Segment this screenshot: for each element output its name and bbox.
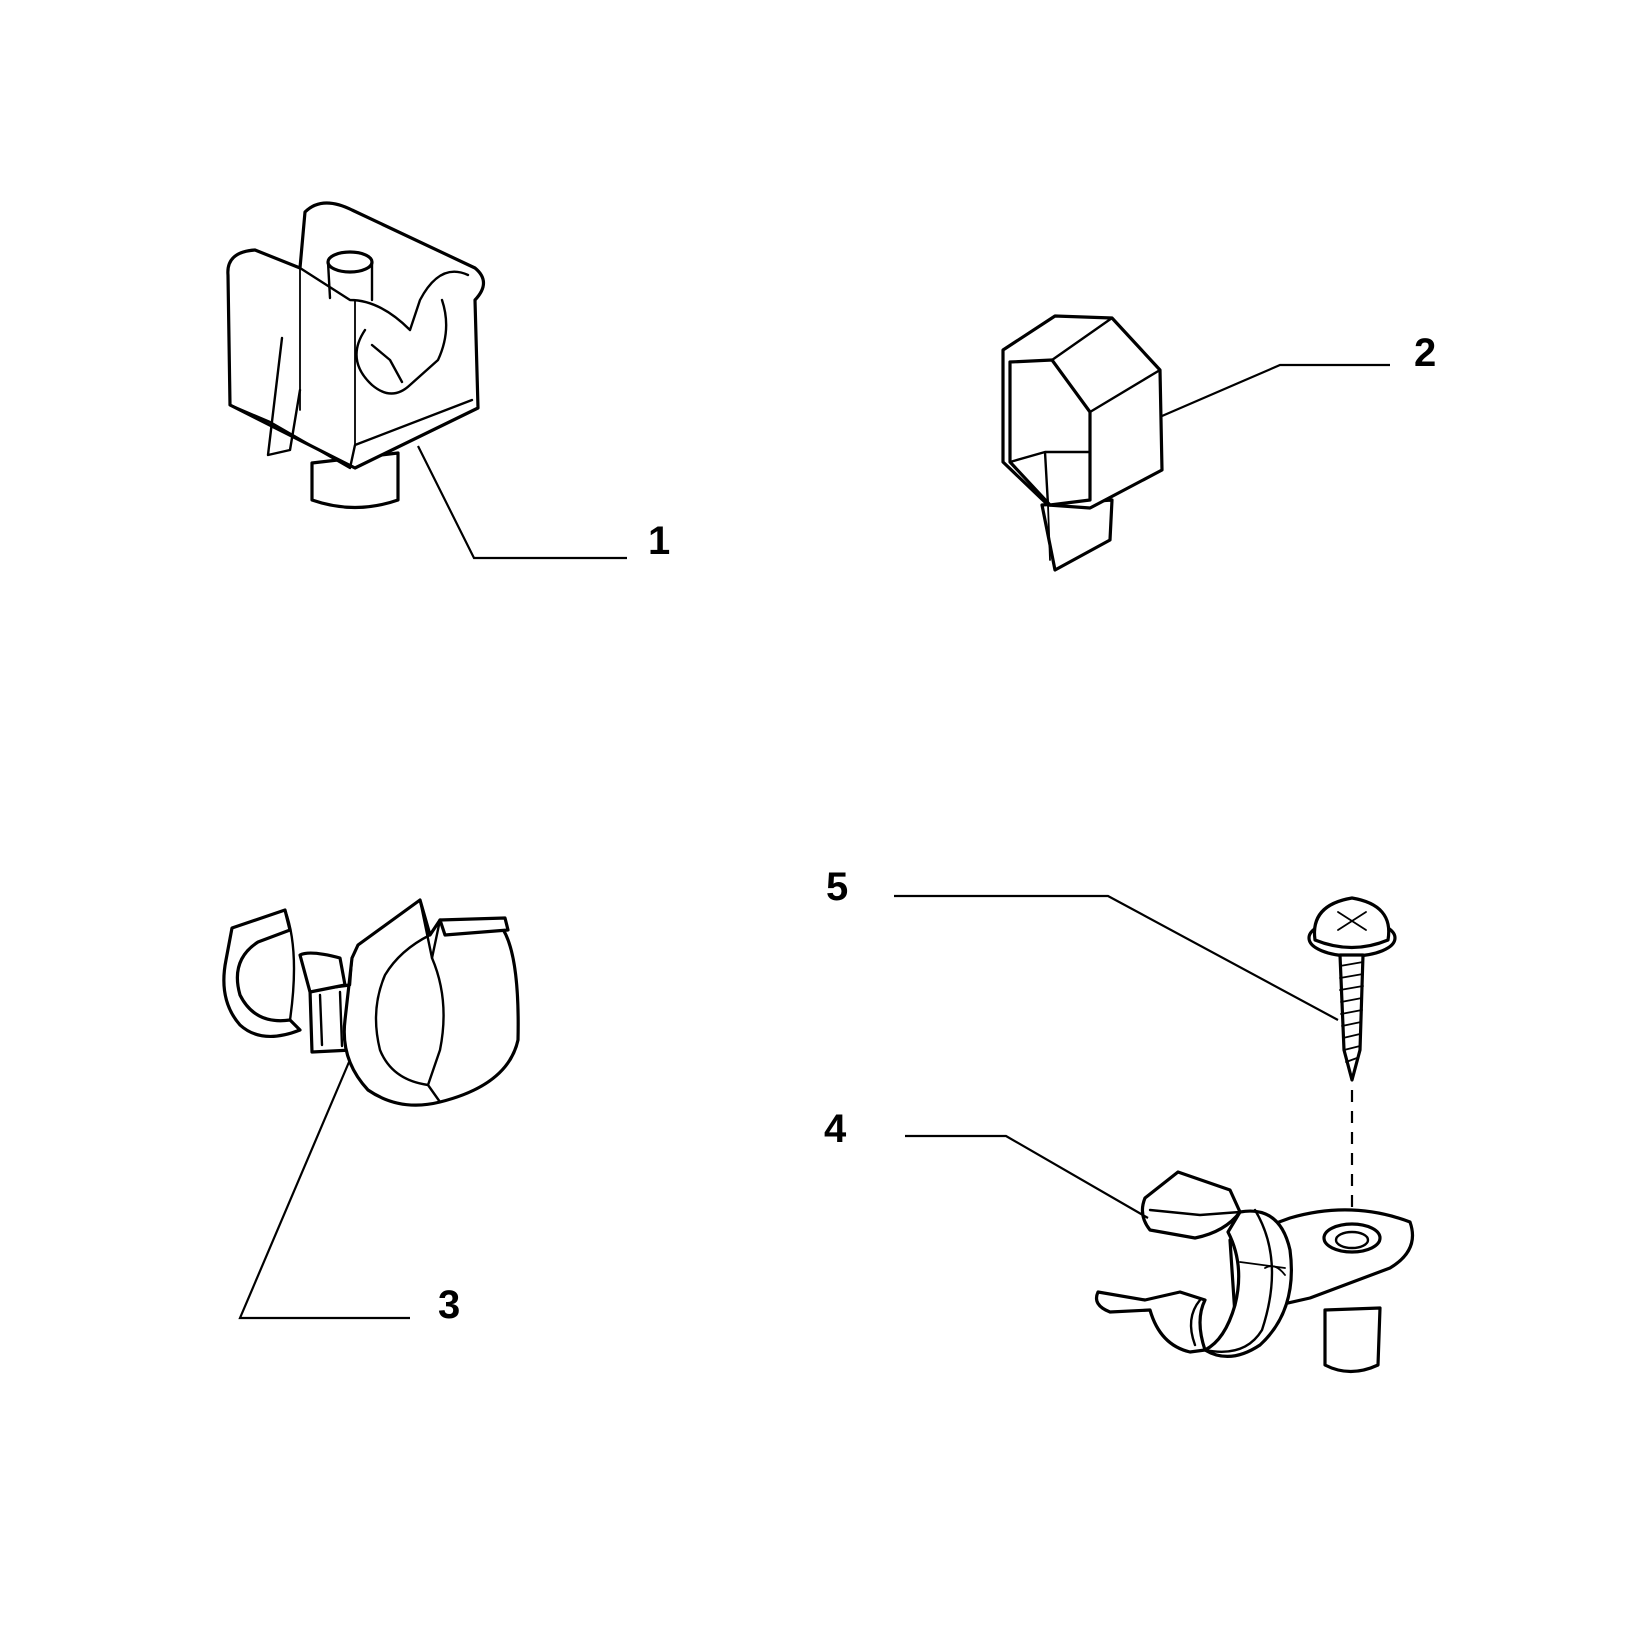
- callout-4: 4: [824, 1107, 847, 1151]
- callout-1: 1: [648, 519, 670, 563]
- part-4-tab-clip: [1094, 1170, 1415, 1374]
- part-2-hex-grommet: [1001, 314, 1164, 572]
- callout-5: 5: [826, 865, 848, 909]
- leader-line-3: [238, 1061, 410, 1320]
- part-3-double-clip: [222, 898, 520, 1107]
- part-5-screw: [1307, 896, 1397, 1082]
- leader-line-5: [894, 894, 1339, 1021]
- callout-2: 2: [1414, 331, 1436, 375]
- leader-line-1: [417, 445, 627, 560]
- callout-3: 3: [438, 1283, 460, 1327]
- leader-line-2: [1161, 363, 1390, 418]
- leader-line-4: [905, 1134, 1149, 1219]
- part-1-clip: [226, 201, 486, 510]
